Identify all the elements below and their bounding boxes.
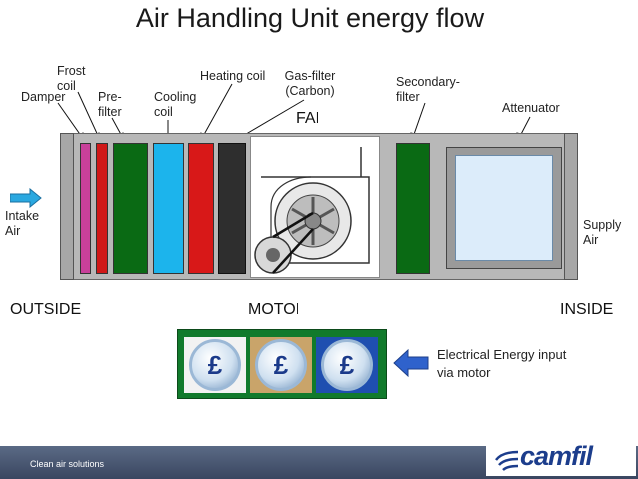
heating-coil <box>188 143 214 274</box>
label-outside: OUTSIDE <box>10 301 82 318</box>
inlet-section <box>60 133 74 280</box>
attenuator <box>455 155 553 261</box>
energy-cost-tile-1: £ <box>184 337 246 393</box>
label-intake-air: Intake Air <box>5 209 40 238</box>
label-motor: MOTOR <box>248 301 298 318</box>
intake-arrow-icon <box>10 188 42 208</box>
cooling-coil <box>153 143 184 274</box>
damper <box>80 143 91 274</box>
outlet-section <box>564 133 578 280</box>
label-gas-filter: Gas-filter (Carbon) <box>284 69 336 98</box>
fan-section <box>250 136 380 278</box>
footer-tagline: Clean air solutions <box>30 459 105 469</box>
label-heating-coil: Heating coil <box>200 69 266 83</box>
label-inside: INSIDE <box>560 301 614 318</box>
page-title: Air Handling Unit energy flow <box>135 3 485 33</box>
pound-coin-icon: £ <box>321 339 373 391</box>
gas-filter <box>218 143 246 274</box>
energy-cost-panel: £ £ £ <box>177 329 387 399</box>
pre-filter <box>113 143 148 274</box>
pound-coin-icon: £ <box>189 339 241 391</box>
energy-cost-tile-2: £ <box>250 337 312 393</box>
energy-cost-tile-3: £ <box>316 337 378 393</box>
secondary-filter <box>396 143 430 274</box>
label-supply-air: Supply Air <box>583 218 622 247</box>
brand-logo: camfil <box>520 441 593 471</box>
label-frost-coil: Frost coil <box>57 64 86 93</box>
label-secondary-filter: Secondary-filter <box>396 75 460 104</box>
label-electrical-energy: Electrical Energy input via motor <box>437 347 567 380</box>
camfil-logo-icon <box>495 450 519 471</box>
label-attenuator: Attenuator <box>502 101 560 115</box>
label-cooling-coil: Cooling coil <box>154 90 197 119</box>
electric-arrow-icon <box>393 348 429 378</box>
label-fan: FAN <box>296 110 318 127</box>
label-pre-filter: Pre-filter <box>98 90 122 119</box>
pound-coin-icon: £ <box>255 339 307 391</box>
frost-coil <box>96 143 108 274</box>
label-damper: Damper <box>21 90 66 104</box>
